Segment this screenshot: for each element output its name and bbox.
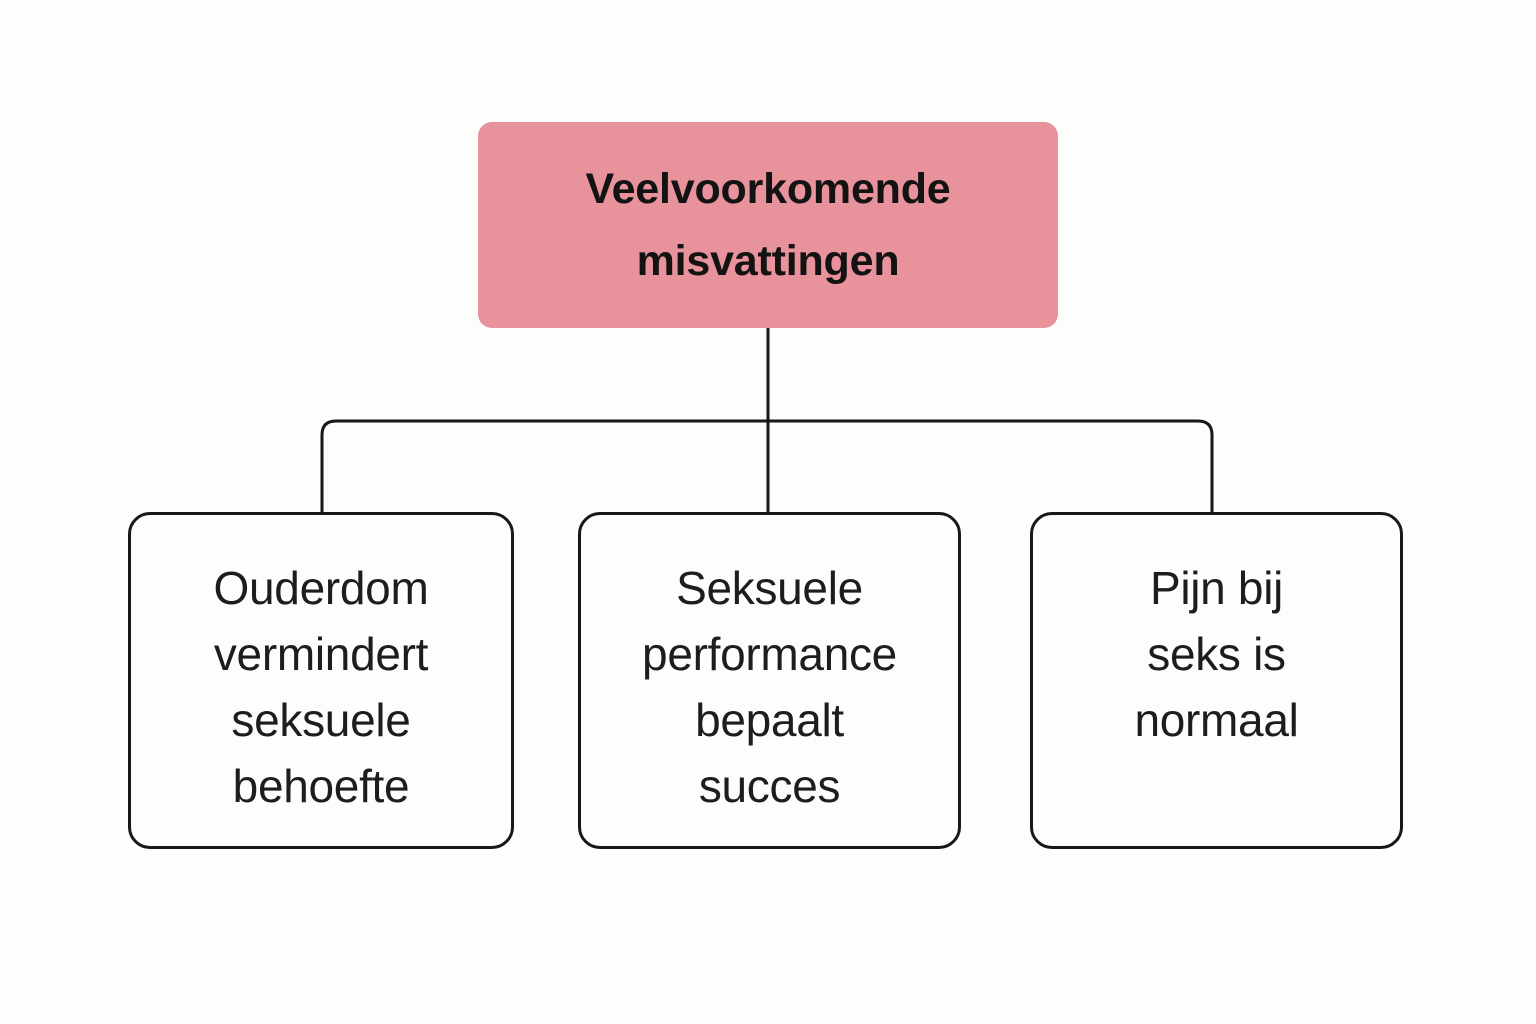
child-node-label: Seksuele performance bepaalt succes: [642, 562, 897, 812]
child-node-seksuele-performance-bepaalt-succes[interactable]: Seksuele performance bepaalt succes: [578, 512, 961, 849]
connector-branch-left: [320, 419, 768, 512]
root-node-label: Veelvoorkomende misvattingen: [585, 165, 951, 285]
child-node-ouderdom-vermindert-seksuele-behoefte[interactable]: Ouderdom vermindert seksuele behoefte: [128, 512, 514, 849]
child-node-pijn-bij-seks-is-normaal[interactable]: Pijn bij seks is normaal: [1030, 512, 1403, 849]
child-node-label: Ouderdom vermindert seksuele behoefte: [213, 562, 429, 812]
child-node-label: Pijn bij seks is normaal: [1134, 562, 1299, 746]
connector-branch-right: [768, 419, 1214, 512]
root-node-veelvoorkomende-misvattingen[interactable]: Veelvoorkomende misvattingen: [478, 122, 1058, 328]
